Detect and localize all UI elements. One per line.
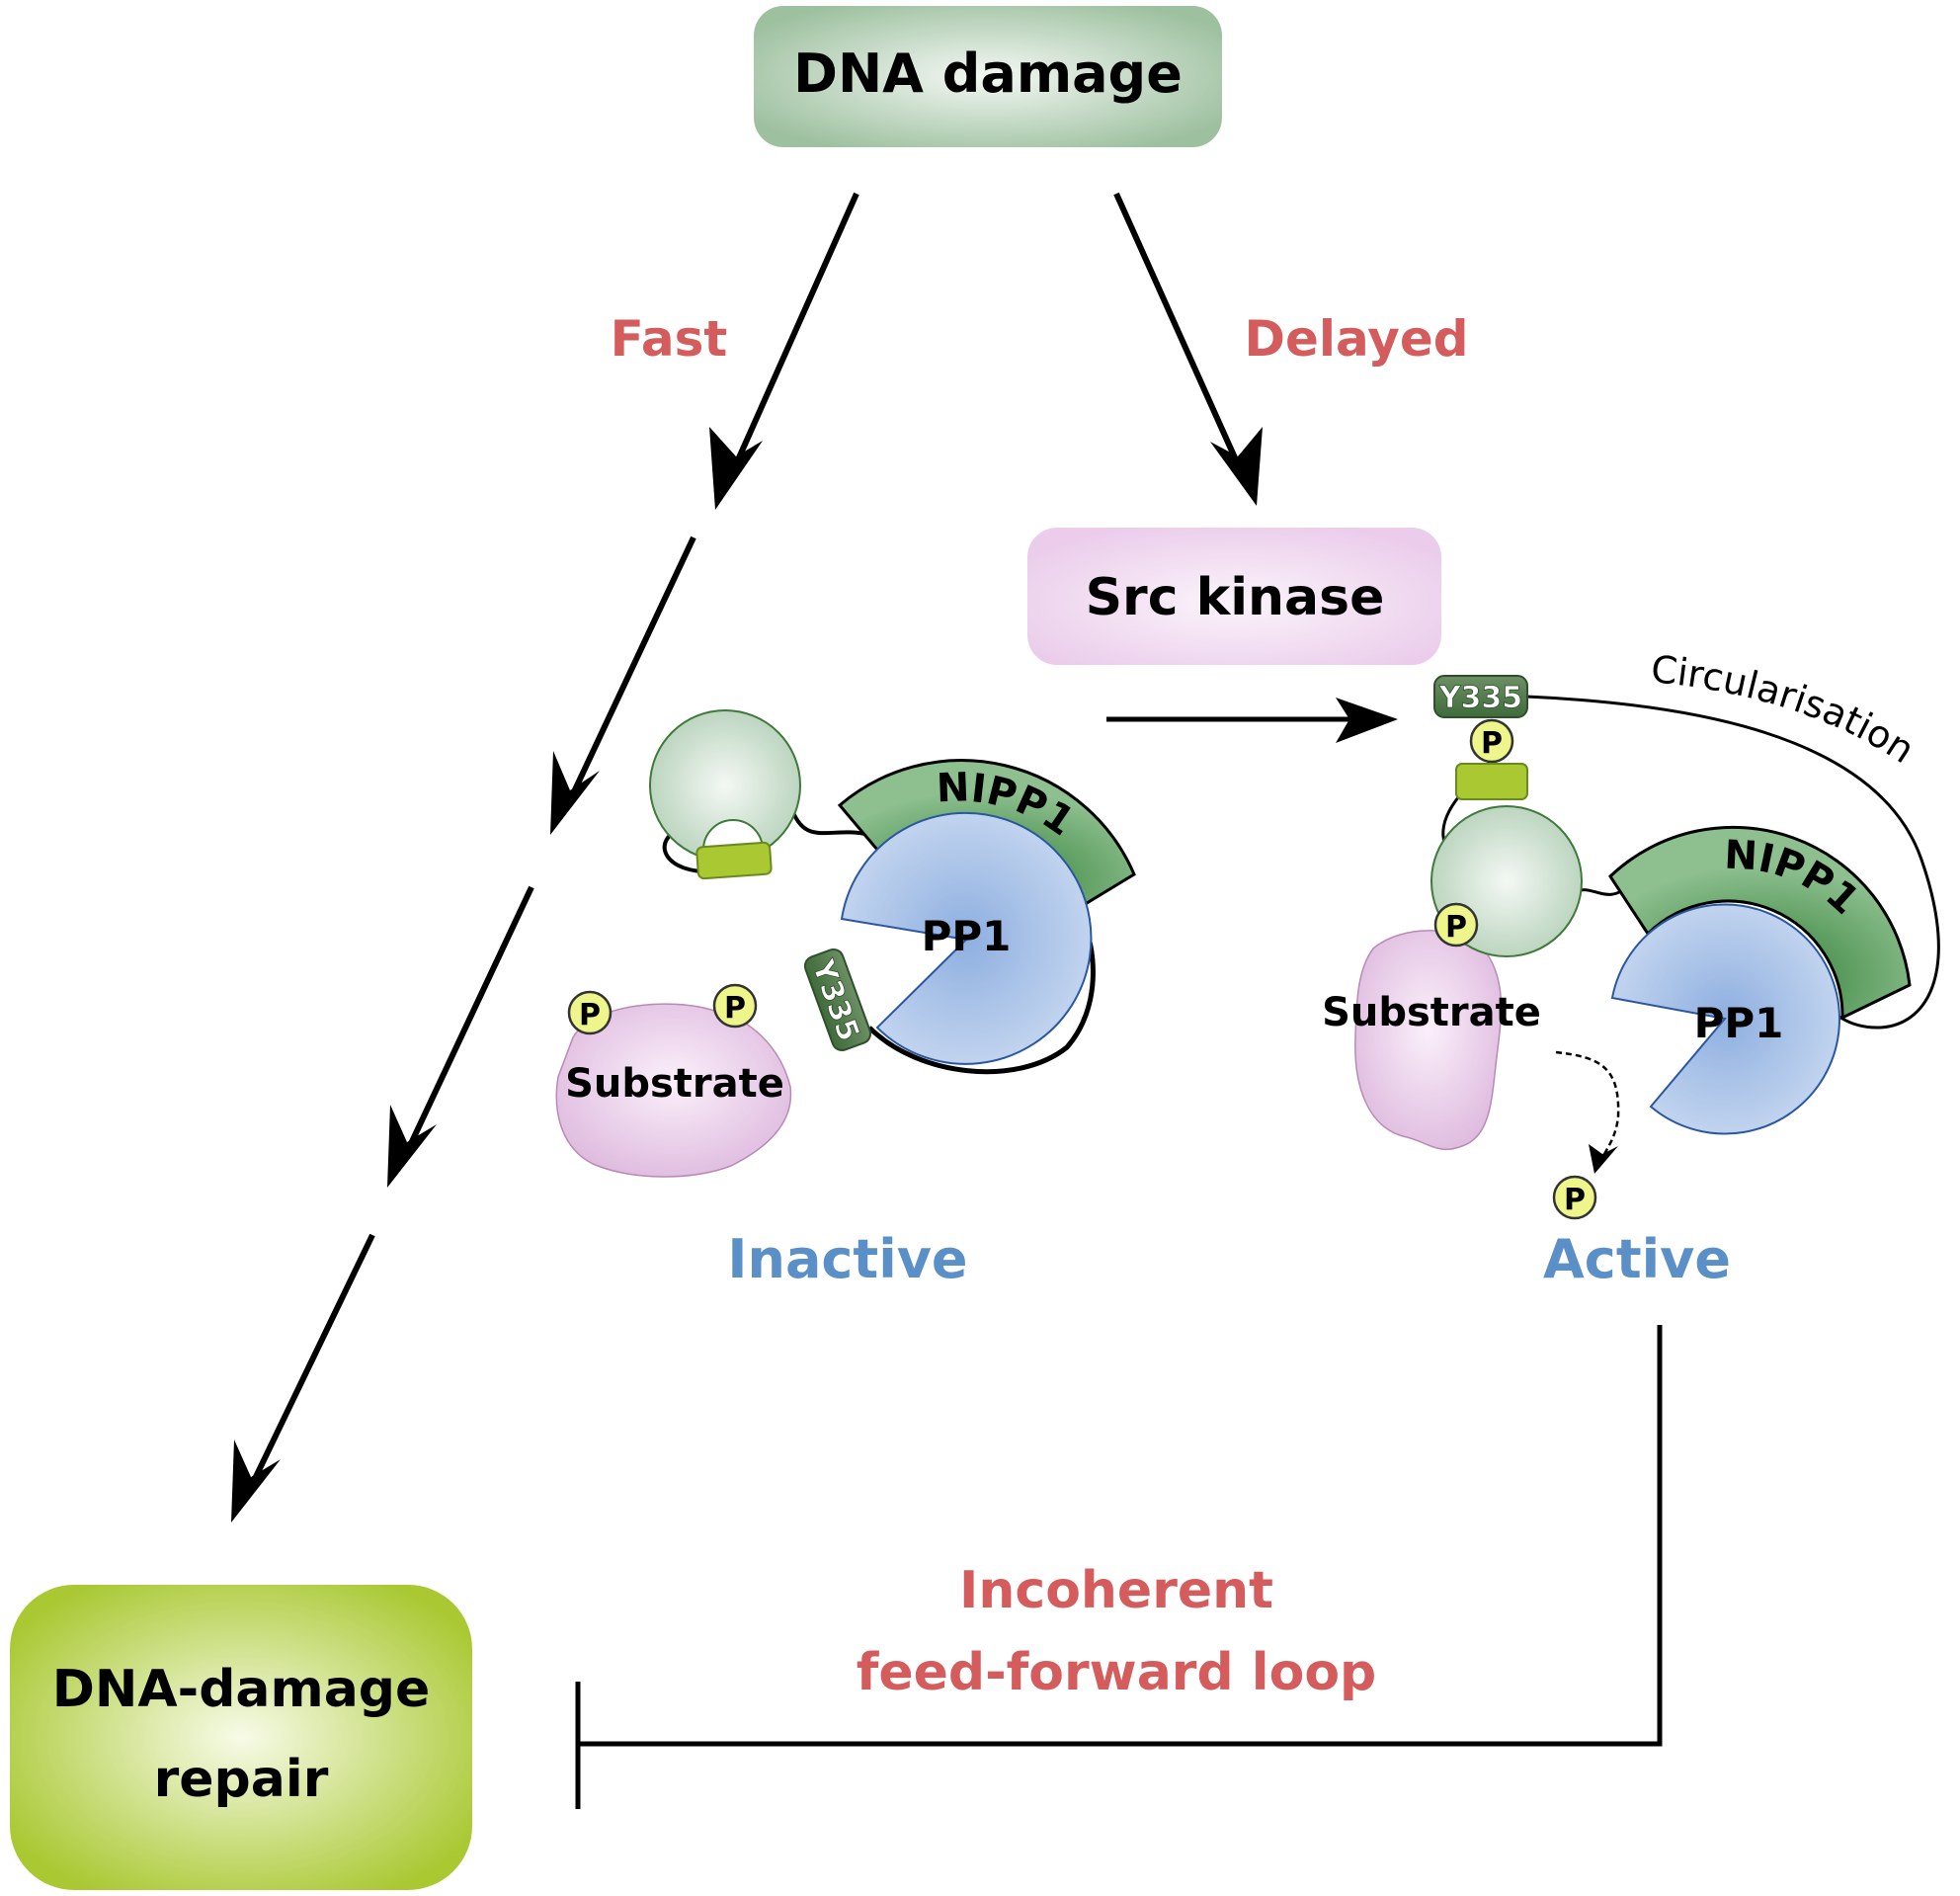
active-complex: Circularisation Y335 P P Substrate NIPP1 xyxy=(1322,647,1940,1220)
inactive-complex: NIPP1 PP1 Y335 Substrate P P xyxy=(555,709,1136,1178)
y335-tag: Y335 xyxy=(803,948,872,1052)
y335-label: Y335 xyxy=(1438,681,1522,715)
substrate-label: Substrate xyxy=(1322,990,1541,1035)
repair-label-line2: repair xyxy=(154,1750,329,1809)
substrate-label: Substrate xyxy=(565,1061,784,1107)
phospho-group: P xyxy=(567,990,612,1035)
svg-text:P: P xyxy=(1564,1183,1586,1217)
delayed-label: Delayed xyxy=(1244,310,1468,368)
circularisation-label: Circularisation xyxy=(1649,647,1922,772)
dna-repair-node: DNA-damage repair xyxy=(10,1585,472,1890)
svg-text:P: P xyxy=(1481,726,1503,761)
loop-label-line1: Incoherent xyxy=(959,1561,1273,1620)
fast-arrow xyxy=(709,192,859,510)
pp1-enzyme xyxy=(1610,903,1840,1135)
dna-damage-node: DNA damage xyxy=(754,6,1222,147)
binding-motif xyxy=(1455,763,1528,800)
pp1-enzyme xyxy=(840,811,1093,1065)
active-state-label: Active xyxy=(1543,1228,1731,1290)
phospho-group: P xyxy=(712,983,758,1029)
fast-path-arrow-2 xyxy=(387,885,534,1188)
inactive-state-label: Inactive xyxy=(727,1228,967,1290)
dna-damage-label: DNA damage xyxy=(793,42,1183,105)
svg-text:P: P xyxy=(579,998,601,1032)
circularisation-loop xyxy=(1525,695,1940,1030)
dephosphorylation-arrow xyxy=(1555,1050,1620,1159)
nipp1-domain xyxy=(1608,825,1912,1021)
binding-motif xyxy=(695,841,773,880)
feed-forward-inhibition xyxy=(575,1325,1663,1809)
phospho-group: P xyxy=(1433,902,1479,948)
src-kinase-node: Src kinase xyxy=(1027,528,1441,665)
released-phospho-group: P xyxy=(1552,1175,1597,1220)
fast-path-arrow-3 xyxy=(231,1233,375,1523)
y335-tag: Y335 xyxy=(1433,675,1528,718)
pp1-label: PP1 xyxy=(922,912,1012,960)
src-kinase-label: Src kinase xyxy=(1086,568,1385,627)
svg-text:P: P xyxy=(1445,910,1467,945)
loop-label-line2: feed-forward loop xyxy=(857,1643,1377,1702)
phospho-group: P xyxy=(1469,718,1514,764)
delayed-arrow xyxy=(1113,192,1263,506)
fast-path-arrow-1 xyxy=(550,536,696,835)
fast-label: Fast xyxy=(611,310,728,368)
pp1-label: PP1 xyxy=(1694,999,1784,1047)
substrate xyxy=(1354,930,1503,1151)
substrate xyxy=(555,1003,792,1178)
svg-text:P: P xyxy=(724,991,746,1026)
activation-arrow xyxy=(1106,698,1398,743)
repair-label-line1: DNA-damage xyxy=(52,1660,431,1719)
